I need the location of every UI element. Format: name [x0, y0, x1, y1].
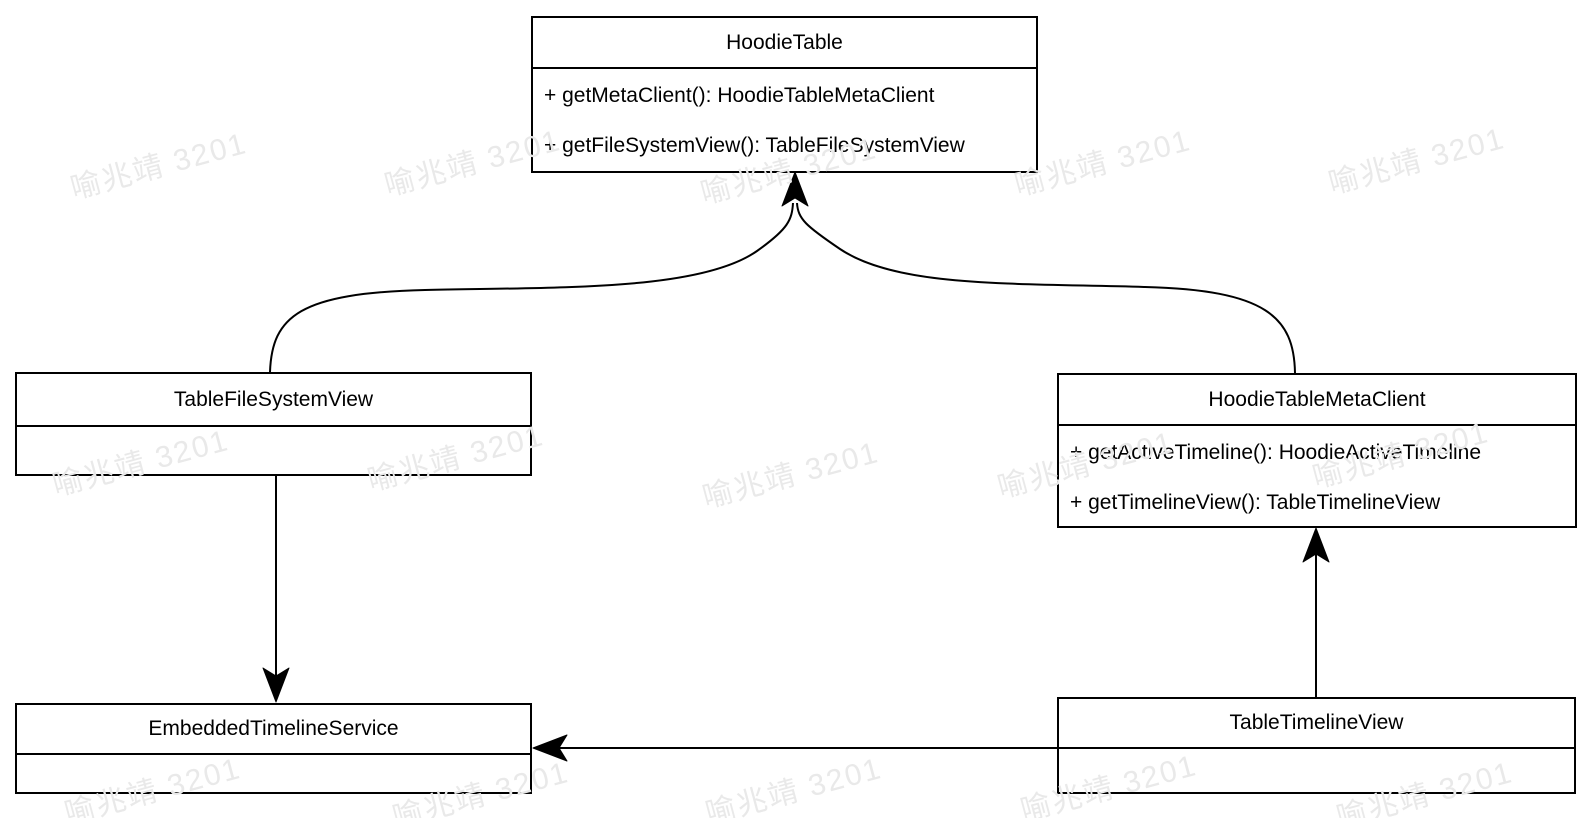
arrowhead-left-embeddedtimelineservice	[532, 734, 568, 762]
class-name-hoodietablemetaclient: HoodieTableMetaClient	[1059, 375, 1575, 426]
watermark-text: 喻兆靖 3201	[1325, 122, 1509, 201]
class-box-tabletimelineview: TableTimelineView	[1057, 697, 1576, 794]
class-body-tabletimelineview	[1059, 749, 1574, 792]
class-body-embeddedtimelineservice	[17, 755, 530, 792]
watermark-text: 喻兆靖 3201	[699, 436, 883, 515]
arrowhead-up-hoodietable	[781, 171, 809, 207]
class-name-tabletimelineview: TableTimelineView	[1059, 699, 1574, 749]
class-body-hoodietable: + getMetaClient(): HoodieTableMetaClient…	[533, 69, 1036, 173]
arrow-hoodietablemetaclient-to-hoodietable	[796, 202, 1296, 374]
watermark-text: 喻兆靖 3201	[67, 127, 251, 206]
class-name-hoodietable: HoodieTable	[533, 18, 1036, 69]
class-box-hoodietablemetaclient: HoodieTableMetaClient + getActiveTimelin…	[1057, 373, 1577, 528]
method-getactivetimeline: + getActiveTimeline(): HoodieActiveTimel…	[1070, 441, 1482, 464]
method-gettimelineview: + getTimelineView(): TableTimelineView	[1070, 491, 1441, 514]
arrow-tablefilesystemview-to-hoodietable	[269, 202, 794, 373]
watermark-text: 喻兆靖 3201	[702, 752, 886, 818]
class-body-hoodietablemetaclient: + getActiveTimeline(): HoodieActiveTimel…	[1059, 426, 1575, 530]
class-box-tablefilesystemview: TableFileSystemView	[15, 372, 532, 476]
arrowhead-down-embeddedtimelineservice	[262, 667, 290, 703]
class-body-tablefilesystemview	[17, 427, 530, 474]
arrowhead-up-hoodietablemetaclient	[1302, 527, 1330, 563]
class-box-hoodietable: HoodieTable + getMetaClient(): HoodieTab…	[531, 16, 1038, 173]
class-name-tablefilesystemview: TableFileSystemView	[17, 374, 530, 427]
method-getmetaclient: + getMetaClient(): HoodieTableMetaClient	[544, 84, 935, 107]
class-name-embeddedtimelineservice: EmbeddedTimelineService	[17, 705, 530, 755]
class-box-embeddedtimelineservice: EmbeddedTimelineService	[15, 703, 532, 794]
method-getfilesystemview: + getFileSystemView(): TableFileSystemVi…	[544, 134, 965, 157]
